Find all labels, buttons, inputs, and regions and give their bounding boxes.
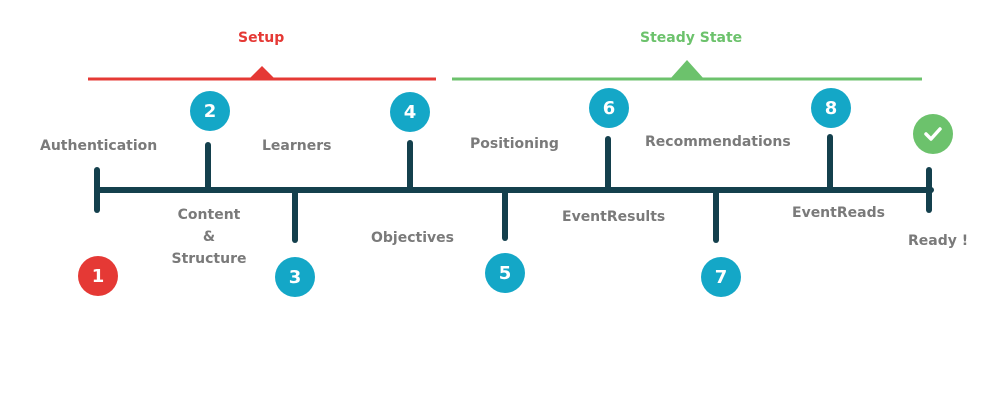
- step-2-label-line-3: Structure: [171, 251, 247, 267]
- step-1-circle: 1: [78, 256, 118, 296]
- step-6-circle: 6: [589, 88, 629, 128]
- steady-bracket-pointer: [670, 60, 704, 79]
- steady-state-phase-label: Steady State: [640, 30, 743, 46]
- step-4-label: Objectives: [371, 230, 454, 246]
- setup-bracket-pointer: [249, 66, 275, 79]
- step-3-label: Learners: [262, 138, 332, 154]
- step-8-circle: 8: [811, 88, 851, 128]
- step-2-label-line-2: &: [202, 229, 216, 245]
- check-icon: [924, 127, 942, 141]
- step-8-label: EventReads: [792, 205, 885, 221]
- step-2-label: Content & Structure: [164, 204, 254, 270]
- ready-label: Ready !: [908, 233, 969, 249]
- setup-phase-label: Setup: [238, 30, 285, 46]
- step-2-circle: 2: [190, 91, 230, 131]
- step-1-label: Authentication: [40, 138, 158, 154]
- step-7-circle: 7: [701, 257, 741, 297]
- ready-check-icon: [913, 114, 953, 154]
- step-3-circle: 3: [275, 257, 315, 297]
- step-5-circle: 5: [485, 253, 525, 293]
- step-2-label-line-1: Content: [177, 207, 241, 223]
- step-4-circle: 4: [390, 92, 430, 132]
- step-5-label: Positioning: [470, 136, 559, 152]
- step-7-label: Recommendations: [645, 134, 791, 150]
- step-6-label: EventResults: [562, 209, 666, 225]
